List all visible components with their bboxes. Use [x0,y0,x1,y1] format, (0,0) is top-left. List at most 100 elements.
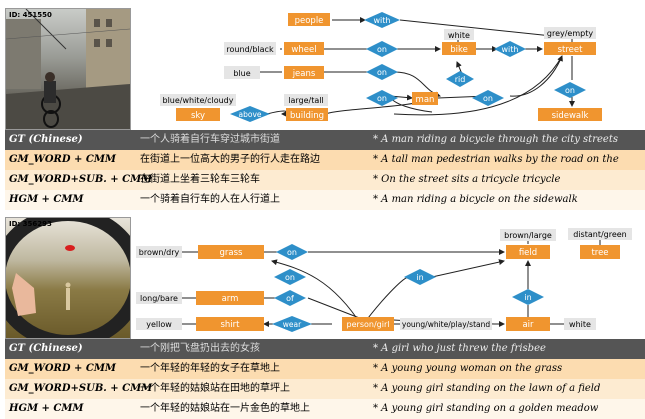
node-man-label: man [416,95,435,105]
rel-rid-label: rid [455,75,466,84]
row-en: * On the street sits a tricycle tricycle [373,174,561,185]
rel-with-2-label: with [502,45,519,54]
node-tree [580,245,620,259]
rel-on-5-label: on [565,86,575,95]
node-bike-label: bike [450,45,468,55]
node-jeans-label: jeans [292,69,316,79]
row-zh: 一个年轻的年轻的女子在草地上 [140,363,280,374]
node-arm [196,291,264,305]
row-label: GM_WORD+SUB. + CMM [9,174,153,185]
attr-brown-large [500,229,556,241]
row-hgm: HGM + CMM 一个骑着自行车的人在人行道上 * A man riding … [5,190,645,210]
scene-graph-1: people with round/black wheel on white b… [160,12,602,122]
row-en: * A young girl standing on a golden mead… [373,403,599,414]
attr-blue [224,66,260,79]
node-sidewalk-label: sidewalk [552,111,589,121]
node-sky-label: sky [191,111,205,121]
attr-blue-white-cloudy-label: blue/white/cloudy [163,96,234,105]
row-en: * A young girl standing on the lawn of a… [373,383,601,394]
rel-rid [446,71,474,87]
node-grass-label: grass [220,248,244,258]
node-air-label: air [522,320,534,330]
rel-in-2-label: in [524,293,531,302]
attr-blue-label: blue [233,69,250,78]
node-shirt-label: shirt [220,320,240,330]
row-zh: 在街道上一位高大的男子的行人走在路边 [140,154,320,165]
node-shirt [196,317,264,331]
row-gm-word-sub: GM_WORD+SUB. + CMM 在街道上坐着三轮车三轮车 * On the… [5,170,645,190]
row-label: GT (Chinese) [9,343,83,354]
attr-white-label: white [448,31,470,40]
node-building-label: building [290,111,324,121]
node-arm-label: arm [222,294,239,304]
row-gt: GT (Chinese) 一个刚把飞盘扔出去的女孩 * A girl who j… [5,339,645,359]
node-air [506,317,550,331]
attr-yellow [136,318,182,330]
rel-with-top [364,12,400,28]
photo-street-cyclist: ID: 451550 [5,8,131,130]
node-wheel-label: wheel [291,45,316,55]
rel-with-2 [494,41,526,57]
node-street [544,42,596,55]
row-gt: GT (Chinese) 一个人骑着自行车穿过城市街道 * A man ridi… [5,130,645,150]
row-gm-word: GM_WORD + CMM 一个年轻的年轻的女子在草地上 * A young y… [5,359,645,379]
attr-round-black-label: round/black [226,45,274,54]
attr-young-label: young/white/play/stand [402,320,490,329]
caption-table-1: GT (Chinese) 一个人骑着自行车穿过城市街道 * A man ridi… [5,130,645,210]
rel-on-1 [276,244,308,260]
rel-above-label: above [239,110,262,119]
row-en: * A young young woman on the grass [373,363,563,374]
rel-on-2-label: on [285,273,295,282]
rel-on-1-label: on [287,248,297,257]
rel-wear-label: wear [283,320,302,329]
rel-on-2-label: on [377,68,387,77]
attr-distant-green-label: distant/green [573,230,627,239]
scene-graph-2: brown/dry grass on brown/large field dis… [136,228,632,332]
row-hgm: HGM + CMM 一个年轻的姑娘站在一片金色的草地上 * A young gi… [5,399,645,419]
attr-large-tall-label: large/tall [288,96,323,105]
attr-white-label: white [569,320,591,329]
rel-in-1 [404,269,436,285]
rel-on-3 [366,90,398,106]
rel-in-2 [512,289,544,305]
attr-young [400,318,492,330]
rel-of-label: of [286,294,294,303]
node-building [286,108,328,121]
node-person-girl-label: person/girl [347,320,390,329]
attr-distant-green [568,228,632,240]
node-field-label: field [519,248,537,258]
node-person-girl [342,317,394,331]
rel-on-2 [366,64,398,80]
row-gm-word: GM_WORD + CMM 在街道上一位高大的男子的行人走在路边 * A tal… [5,150,645,185]
rel-on-4 [472,90,504,106]
cyclist-illustration [6,9,130,129]
row-label: HGM + CMM [9,403,84,414]
attr-brown-dry [136,246,182,258]
node-sky [176,108,220,121]
row-label: GM_WORD + CMM [9,154,116,165]
node-bike [442,42,476,55]
node-people-label: people [295,16,324,26]
edges-1 [232,17,575,117]
row-zh: 在街道上坐着三轮车三轮车 [140,174,260,185]
rel-above [230,106,270,122]
attr-brown-large-label: brown/large [504,231,552,240]
attr-round-black [224,42,276,55]
attr-long-bare [136,292,182,304]
attr-large-tall [284,94,328,106]
rel-of [274,290,306,306]
row-en: * A girl who just threw the frisbee [373,343,546,354]
node-man [412,92,438,105]
rel-on-2 [274,269,306,285]
rel-in-1-label: in [416,273,423,282]
row-zh: 一个年轻的姑娘站在田地的草坪上 [140,383,290,394]
image-id: ID: 451550 [9,11,52,19]
row-label: GM_WORD + CMM [9,363,116,374]
row-label: GT (Chinese) [9,134,83,145]
caption-table-2: GT (Chinese) 一个刚把飞盘扔出去的女孩 * A girl who j… [5,339,645,419]
row-gm-word-sub: GM_WORD+SUB. + CMM 一个年轻的姑娘站在田地的草坪上 * A y… [5,379,645,399]
rel-on-1 [366,41,398,57]
row-en: * A man riding a bicycle on the sidewalk [373,194,578,205]
row-zh: 一个年轻的姑娘站在一片金色的草地上 [140,403,310,414]
node-street-label: street [558,45,584,55]
